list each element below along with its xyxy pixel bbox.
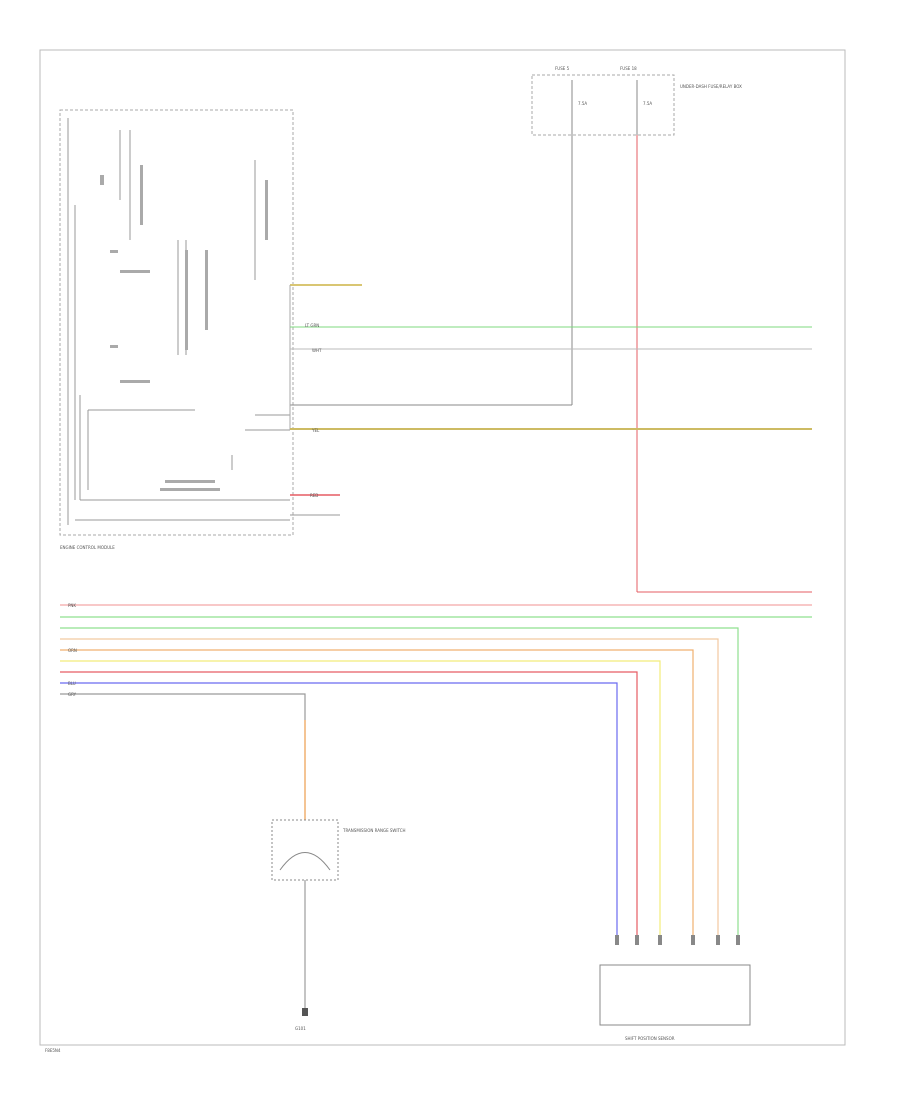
sensor-connectors [615, 935, 740, 945]
fuse-left-label: FUSE 5 [555, 66, 570, 71]
fuse-right-label: FUSE 18 [620, 66, 637, 71]
fuse-right-value: 7.5A [643, 101, 652, 106]
fuse-box-label: UNDER-DASH FUSE/RELAY BOX [680, 84, 742, 89]
shift-sensor-label: SHIFT POSITION SENSOR [625, 1036, 675, 1041]
fuse-box [531, 74, 675, 136]
tag-orange: ORN [68, 648, 77, 653]
tag-pink: PNK [68, 603, 76, 608]
engine-control-module-box [59, 109, 294, 536]
wire-top-yellow [289, 284, 362, 430]
engine-control-module-label: ENGINE CONTROL MODULE [60, 545, 115, 550]
diagram-border [39, 49, 846, 1046]
tag-gray: GRY [68, 692, 77, 697]
ground-symbol [302, 1008, 308, 1016]
fuse-symbols [571, 80, 638, 135]
ground-label: G101 [295, 1026, 306, 1031]
wire-fuse-left-gray [290, 135, 573, 406]
transmission-range-switch [271, 819, 339, 881]
fuse-left-value: 7.5A [578, 101, 587, 106]
page-code: F8E5N4 [45, 1048, 61, 1053]
tag-yellow: YEL [311, 428, 320, 433]
tag-white: WHT [312, 348, 322, 353]
tag-green: LT GRN [305, 323, 319, 328]
tag-blue: BLU [68, 681, 76, 686]
wire-fuse-right-red [636, 135, 812, 593]
wire-bus [60, 604, 812, 935]
module-text-blocks [100, 165, 268, 491]
shift-position-sensor [599, 964, 751, 1026]
tps-sensor-label: TRANSMISSION RANGE SWITCH [342, 828, 406, 833]
tag-red: RED [310, 493, 318, 498]
